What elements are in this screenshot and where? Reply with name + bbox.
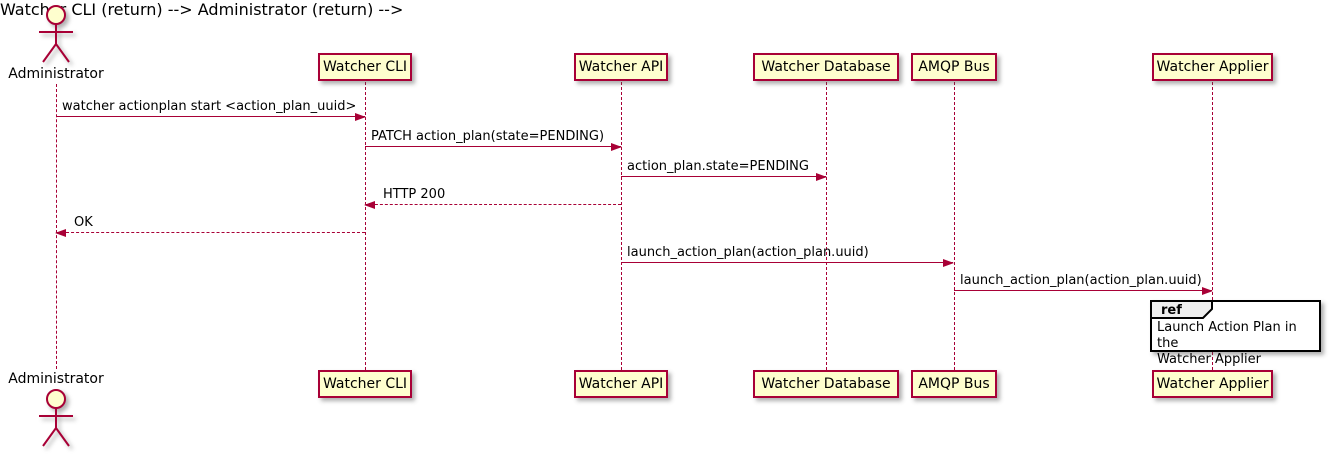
arrowhead-left-icon — [55, 229, 66, 237]
lifeline-watcher-applier — [1212, 82, 1213, 370]
message-3-line — [621, 176, 826, 177]
message-5: OK — [55, 215, 365, 237]
message-3: action_plan.state=PENDING — [621, 159, 827, 181]
arrowhead-left-icon — [364, 201, 375, 209]
participant-watcher-api-bottom: Watcher API — [574, 370, 668, 398]
message-2: PATCH action_plan(state=PENDING) — [365, 129, 622, 151]
message-1-label: watcher actionplan start <action_plan_uu… — [62, 99, 357, 114]
lifeline-administrator — [56, 84, 57, 369]
ref-keyword: ref — [1161, 303, 1182, 318]
lifeline-watcher-cli — [365, 82, 366, 370]
participant-watcher-applier-top: Watcher Applier — [1152, 53, 1273, 81]
message-6: launch_action_plan(action_plan.uuid) — [621, 245, 954, 267]
message-6-line — [621, 262, 953, 263]
arrowhead-right-icon — [1202, 287, 1213, 295]
message-5-line — [56, 232, 365, 233]
arrowhead-right-icon — [816, 173, 827, 181]
arrowhead-right-icon — [611, 143, 622, 151]
arrowhead-right-icon — [943, 259, 954, 267]
message-7-label: launch_action_plan(action_plan.uuid) — [960, 273, 1202, 288]
participant-amqp-bus-top: AMQP Bus — [911, 53, 997, 81]
message-5-label: OK — [74, 215, 93, 230]
participant-watcher-database-top: Watcher Database — [753, 53, 899, 81]
ref-text: Launch Action Plan in the Watcher Applie… — [1157, 320, 1297, 367]
message-1-line — [56, 116, 365, 117]
arrowhead-right-icon — [355, 113, 366, 121]
participant-watcher-api-top: Watcher API — [574, 53, 668, 81]
message-4-label: HTTP 200 — [383, 187, 446, 202]
ref-tab-icon — [1150, 300, 1213, 319]
participant-watcher-database-bottom: Watcher Database — [753, 370, 899, 398]
actor-label-top: Administrator — [8, 66, 104, 82]
message-6-label: launch_action_plan(action_plan.uuid) — [627, 245, 869, 260]
ref-fragment: ref Launch Action Plan in the Watcher Ap… — [1150, 300, 1321, 367]
actor-icon — [39, 5, 73, 63]
message-7: launch_action_plan(action_plan.uuid) — [954, 273, 1213, 295]
message-1: watcher actionplan start <action_plan_uu… — [56, 99, 366, 121]
participant-amqp-bus-bottom: AMQP Bus — [911, 370, 997, 398]
lifeline-watcher-api — [621, 82, 622, 370]
message-3-label: action_plan.state=PENDING — [627, 159, 809, 174]
participant-watcher-cli-bottom: Watcher CLI — [318, 370, 412, 398]
message-4: HTTP 200 — [364, 187, 621, 209]
lifeline-watcher-database — [826, 82, 827, 370]
actor-label-bottom: Administrator — [8, 371, 104, 387]
message-2-line — [365, 146, 621, 147]
lifeline-amqp-bus — [954, 82, 955, 370]
message-2-label: PATCH action_plan(state=PENDING) — [371, 129, 605, 144]
actor-icon — [39, 389, 73, 447]
participant-watcher-applier-bottom: Watcher Applier — [1152, 370, 1273, 398]
message-4-line — [365, 204, 621, 205]
participant-watcher-cli-top: Watcher CLI — [318, 53, 412, 81]
message-7-line — [954, 290, 1212, 291]
